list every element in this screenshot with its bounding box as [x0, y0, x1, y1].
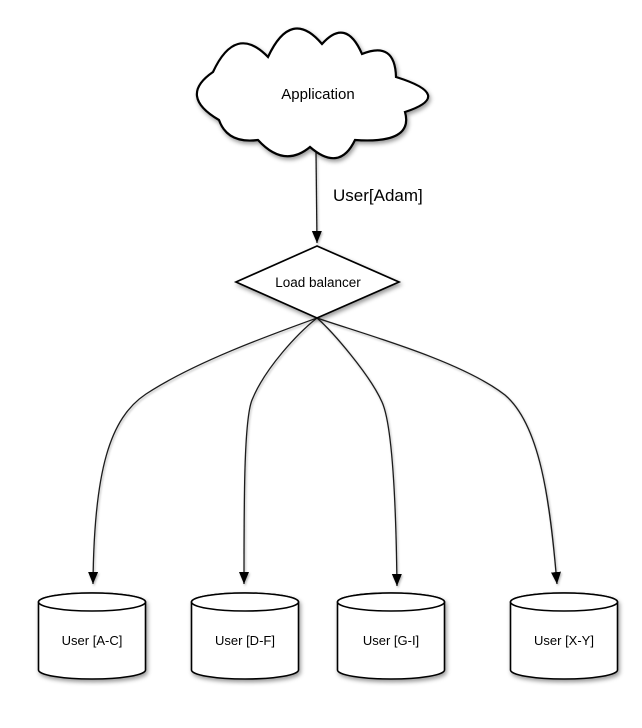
shard-label: User [D-F]: [215, 633, 275, 648]
load-balancer-label: Load balancer: [275, 275, 361, 290]
shard-node-3: User [G-I]: [336, 592, 446, 680]
database-cylinder-rim: [37, 592, 147, 612]
shard-label: User [A-C]: [62, 633, 123, 648]
request-edge-label: User[Adam]: [333, 186, 423, 205]
load-balancer-node: Load balancer: [233, 245, 402, 319]
cloud-icon: [195, 27, 430, 160]
edge-loadbalancer-to-shard-1: [88, 317, 318, 585]
shard-label: User [G-I]: [363, 633, 419, 648]
shard-node-4: User [X-Y]: [509, 592, 619, 680]
application-node: Application: [195, 27, 430, 160]
diamond-icon: [233, 245, 402, 319]
database-cylinder-rim: [190, 592, 300, 612]
database-cylinder-rim: [509, 592, 619, 612]
application-label: Application: [281, 86, 354, 103]
edge-loadbalancer-to-shard-3: [316, 317, 402, 587]
shard-label: User [X-Y]: [534, 633, 594, 648]
edge-application-to-loadbalancer: [311, 150, 322, 244]
edge-loadbalancer-to-shard-2: [239, 317, 318, 585]
shard-node-1: User [A-C]: [37, 592, 147, 680]
shard-node-2: User [D-F]: [190, 592, 300, 680]
edge-loadbalancer-to-shard-4: [316, 317, 561, 585]
database-cylinder-rim: [336, 592, 446, 612]
